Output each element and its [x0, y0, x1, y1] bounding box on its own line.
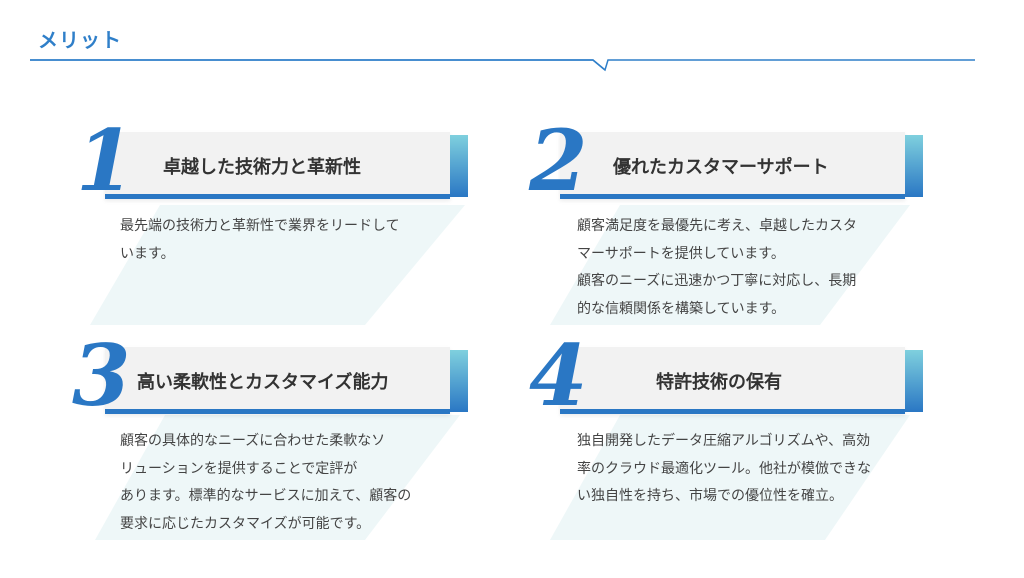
card-header — [105, 132, 450, 199]
card-heading: 高い柔軟性とカスタマイズ能力 — [137, 372, 389, 393]
card-background-slant — [90, 205, 465, 325]
merit-card-1: 1 卓越した技術力と革新性 最先端の技術力と革新性で業界をリードして います。 — [70, 115, 510, 325]
card-header — [560, 132, 905, 199]
card-header-accent — [450, 135, 468, 197]
card-header-accent — [905, 135, 923, 197]
page-title: メリット — [38, 28, 122, 52]
card-background-slant — [95, 415, 460, 540]
card-number: 1 — [76, 111, 135, 210]
card-heading: 優れたカスタマーサポート — [613, 157, 829, 178]
title-divider — [30, 59, 975, 72]
card-header — [560, 347, 905, 414]
merit-card-4: 4 特許技術の保有 独自開発したデータ圧縮アルゴリズムや、高効 率のクラウド最適… — [525, 330, 965, 540]
card-number: 3 — [72, 326, 131, 425]
merit-card-3: 3 高い柔軟性とカスタマイズ能力 顧客の具体的なニーズに合わせた柔軟なソ リュー… — [70, 330, 510, 540]
card-body: 最先端の技術力と革新性で業界をリードして います。 — [120, 218, 400, 262]
card-number: 4 — [529, 326, 588, 425]
card-background-slant — [550, 205, 910, 325]
card-header — [105, 347, 450, 414]
card-body: 顧客の具体的なニーズに合わせた柔軟なソ リューションを提供することで定評が あり… — [120, 433, 412, 532]
merit-card-2: 2 優れたカスタマーサポート 顧客満足度を最優先に考え、卓越したカスタ マーサポ… — [525, 115, 965, 325]
card-heading: 卓越した技術力と革新性 — [163, 157, 361, 178]
card-heading: 特許技術の保有 — [656, 372, 782, 393]
card-header-accent — [450, 350, 468, 412]
card-header-accent — [905, 350, 923, 412]
card-body: 独自開発したデータ圧縮アルゴリズムや、高効 率のクラウド最適化ツール。他社が模倣… — [577, 433, 871, 504]
card-body: 顧客満足度を最優先に考え、卓越したカスタ マーサポートを提供しています。 顧客の… — [577, 218, 857, 317]
card-number: 2 — [529, 111, 588, 210]
card-background-slant — [550, 415, 910, 540]
